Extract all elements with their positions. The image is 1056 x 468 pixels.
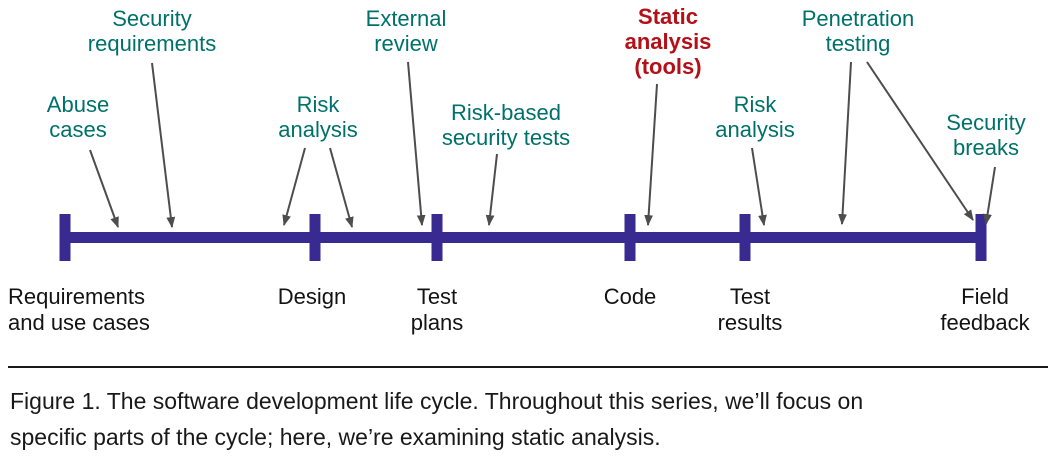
penetration-testing-right-arrow-icon [866, 61, 974, 221]
phase-label-field-feedback: Field feedback [940, 284, 1030, 335]
risk-based-tests-arrow-icon [485, 153, 498, 227]
penetration-testing-left-arrow-icon [838, 61, 852, 226]
security-requirements-arrow-icon [151, 62, 176, 229]
phase-label-design: Design [277, 284, 347, 309]
risk-analysis-results-arrow-icon [751, 147, 767, 227]
phase-label-test-plans: Test plans [410, 284, 464, 335]
activity-label-security-requirements: Security requirements [87, 6, 217, 56]
static-analysis-arrow-icon [644, 83, 658, 227]
figure-caption: Figure 1. The software development life … [10, 388, 864, 450]
abuse-cases-arrow-icon [89, 149, 119, 229]
activity-label-security-breaks: Security breaks [946, 110, 1026, 160]
risk-analysis-design-right-arrow-icon [329, 147, 354, 229]
phase-label-test-results: Test results [717, 284, 783, 335]
activity-label-static-analysis-tools: Static analysis (tools) [624, 4, 712, 79]
timeline-tick-test-results [739, 214, 751, 261]
phase-label-requirements: Requirements and use cases [8, 284, 150, 335]
timeline-tick-code [624, 214, 636, 261]
timeline-tick-field-feedback [975, 214, 987, 261]
activity-label-risk-analysis-results: Risk analysis [715, 92, 795, 142]
timeline-tick-test-plans [431, 214, 443, 261]
caption-divider [8, 366, 1048, 368]
activity-label-external-review: External review [365, 6, 447, 56]
timeline-tick-design [309, 214, 321, 261]
activity-label-risk-analysis-design: Risk analysis [278, 92, 358, 142]
activity-label-risk-based-security-tests: Risk-based security tests [441, 100, 571, 150]
security-breaks-arrow-icon [983, 166, 996, 226]
timeline-tick-requirements [59, 214, 71, 261]
timeline-bar [62, 232, 986, 243]
phase-label-code: Code [603, 284, 657, 309]
external-review-arrow-icon [407, 61, 426, 227]
risk-analysis-design-left-arrow-icon [282, 147, 306, 227]
timeline-diagram [59, 61, 996, 261]
activity-label-abuse-cases: Abuse cases [46, 92, 110, 142]
activity-label-penetration-testing: Penetration testing [801, 6, 915, 56]
